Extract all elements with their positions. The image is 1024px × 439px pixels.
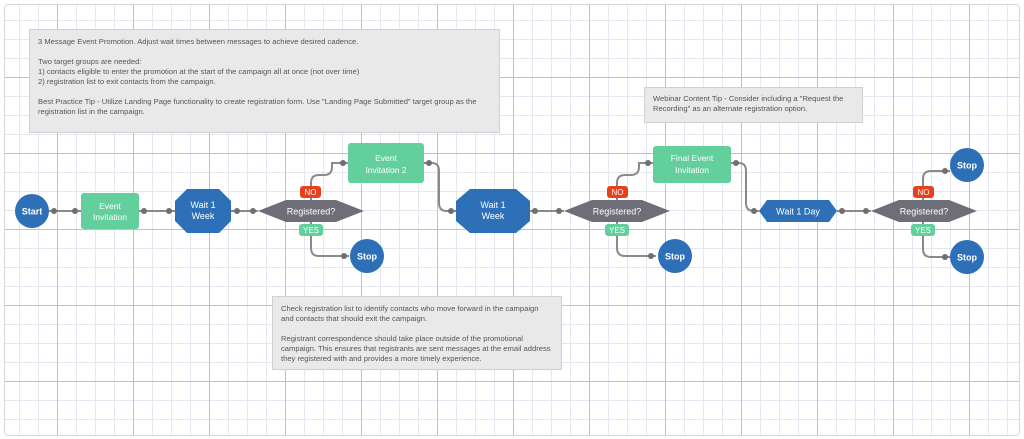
yes-label: YES	[915, 226, 931, 235]
decision-label: Registered?	[593, 207, 642, 217]
decision-node-3[interactable]: Registered?	[871, 200, 977, 222]
email-label-line: Event	[375, 153, 397, 163]
connector-dot	[340, 160, 346, 166]
email-label-line: Invitation 2	[365, 165, 406, 175]
wait-label-line: Wait 1	[480, 200, 505, 210]
email-node-event-invitation[interactable]: Event Invitation	[81, 193, 139, 229]
connector-line	[922, 222, 950, 258]
connector-line	[310, 162, 348, 200]
wait-label-line: Week	[192, 211, 215, 221]
note-text: Webinar Content Tip - Consider including…	[653, 94, 844, 113]
email-label-line: Invitation	[675, 165, 709, 175]
connector-line	[424, 162, 456, 212]
connector-dot	[234, 208, 240, 214]
connector-line	[731, 162, 759, 212]
decision-node-1[interactable]: Registered?	[258, 200, 364, 222]
connector-line	[310, 222, 349, 257]
email-label-line: Final Event	[671, 153, 714, 163]
registration-check-note[interactable]: Check registration list to identify cont…	[272, 296, 562, 370]
connector-dot	[863, 208, 869, 214]
email-node-event-invitation-2[interactable]: Event Invitation 2	[348, 143, 424, 183]
connector-dot	[942, 168, 948, 174]
wait-node-3[interactable]: Wait 1 Day	[759, 200, 837, 222]
connector-dot	[426, 160, 432, 166]
connector-dot	[839, 208, 845, 214]
yes-badge: YES	[911, 224, 935, 236]
connector-line	[616, 162, 653, 200]
yes-label: YES	[609, 226, 625, 235]
stop-node[interactable]: Stop	[658, 239, 692, 273]
note-text: 3 Message Event Promotion. Adjust wait t…	[38, 37, 359, 46]
webinar-tip-note[interactable]: Webinar Content Tip - Consider including…	[644, 87, 863, 123]
email-node-final-event-invitation[interactable]: Final Event Invitation	[653, 146, 731, 183]
connector-dot	[166, 208, 172, 214]
stop-label: Stop	[357, 252, 377, 262]
stop-label: Stop	[957, 253, 977, 263]
connector-line	[922, 170, 950, 200]
connector-dot	[942, 254, 948, 260]
connector-dot	[448, 208, 454, 214]
connector-dot	[733, 160, 739, 166]
note-text: Two target groups are needed: 1) contact…	[38, 57, 360, 86]
email-label-line: Invitation	[93, 212, 127, 222]
connector-dot	[648, 253, 654, 259]
wait-label: Wait 1 Day	[776, 207, 820, 217]
wait-label-line: Wait 1	[190, 200, 215, 210]
connector-dot	[645, 160, 651, 166]
connector-dot	[556, 208, 562, 214]
wait-label-line: Week	[482, 211, 505, 221]
decision-label: Registered?	[287, 207, 336, 217]
stop-node[interactable]: Stop	[950, 148, 984, 182]
note-text: Registrant correspondence should take pl…	[281, 334, 551, 363]
no-label: NO	[612, 188, 624, 197]
connector-line	[616, 222, 656, 257]
yes-badge: YES	[605, 224, 629, 236]
connector-dot	[141, 208, 147, 214]
no-badge: NO	[607, 186, 628, 198]
flow-diagram: Start Event Invitation Wait 1 Week Regis…	[15, 143, 984, 274]
stop-label: Stop	[665, 252, 685, 262]
connector-dot	[532, 208, 538, 214]
note-text: Best Practice Tip - Utilize Landing Page…	[38, 97, 477, 116]
no-label: NO	[305, 188, 317, 197]
stop-node[interactable]: Stop	[350, 239, 384, 273]
start-node[interactable]: Start	[15, 194, 49, 228]
yes-label: YES	[303, 226, 319, 235]
connector-dot	[341, 253, 347, 259]
connector-dot	[250, 208, 256, 214]
connector-dot	[72, 208, 78, 214]
yes-badge: YES	[299, 224, 323, 236]
start-label: Start	[22, 207, 43, 217]
decision-node-2[interactable]: Registered?	[564, 200, 670, 222]
wait-node-2[interactable]: Wait 1 Week	[456, 189, 530, 233]
stop-label: Stop	[957, 161, 977, 171]
email-label-line: Event	[99, 201, 121, 211]
no-badge: NO	[913, 186, 934, 198]
no-label: NO	[918, 188, 930, 197]
flow-canvas: 3 Message Event Promotion. Adjust wait t…	[4, 4, 1020, 436]
connector-dot	[751, 208, 757, 214]
decision-label: Registered?	[900, 207, 949, 217]
no-badge: NO	[300, 186, 321, 198]
wait-node-1[interactable]: Wait 1 Week	[175, 189, 231, 233]
connector-dots	[51, 160, 948, 260]
note-text: Check registration list to identify cont…	[281, 304, 539, 323]
campaign-description-note[interactable]: 3 Message Event Promotion. Adjust wait t…	[29, 29, 500, 133]
connector-dot	[51, 208, 57, 214]
stop-node[interactable]: Stop	[950, 240, 984, 274]
